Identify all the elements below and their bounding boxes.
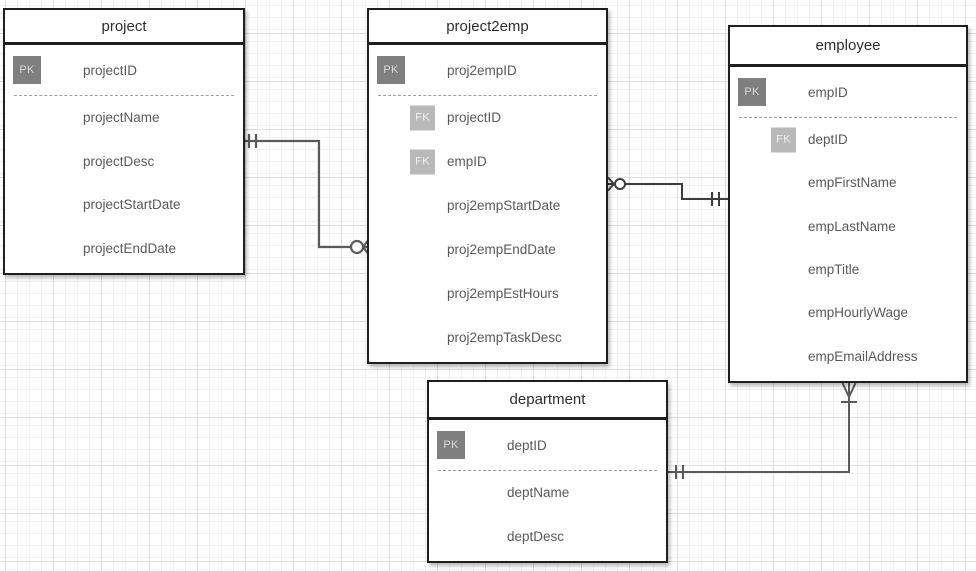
field-name: empID [447,154,487,170]
field-name: empID [808,84,848,100]
relationship-line[interactable] [625,183,728,200]
field-name: projectID [447,110,502,126]
crow-foot-many-icon [841,382,857,398]
field-row[interactable]: proj2empEndDate [369,227,606,271]
field-row[interactable]: proj2empTaskDesc [369,315,606,359]
field-row[interactable]: empTitle [730,248,966,291]
primary-key-badge: PK [13,56,41,84]
field-row[interactable]: PK deptID [429,420,666,470]
relationship-employee-to-project2emp[interactable] [607,176,728,207]
field-row[interactable]: projectName [5,96,243,140]
entity-title-employee: employee [730,27,966,67]
crow-foot-many-icon [607,176,615,192]
field-name: proj2empEndDate [447,241,556,257]
field-name: proj2empTaskDesc [447,329,562,345]
field-row[interactable]: empFirstName [730,161,966,204]
relationship-line[interactable] [245,139,350,249]
pk-separator [14,95,234,96]
foreign-key-badge: FK [410,149,435,175]
zero-ring-marker [349,239,365,255]
field-row[interactable]: projectDesc [5,140,243,184]
entity-table-project[interactable]: project PK projectID projectName project… [3,8,245,275]
field-name: deptName [507,485,570,501]
foreign-key-badge: FK [771,127,796,153]
field-row[interactable]: deptName [429,471,666,515]
field-name: projectEndDate [83,240,177,256]
entity-table-project2emp[interactable]: project2emp PK proj2empID FK projectID F… [367,8,608,364]
one-and-only-one-marker [711,192,720,206]
field-name: empTitle [808,262,860,278]
pk-separator [378,95,597,96]
field-name: proj2empStartDate [447,198,561,214]
field-row[interactable]: deptDesc [429,515,666,559]
entity-table-employee[interactable]: employee PK empID FK deptID empFirstName… [728,25,968,383]
field-name: proj2empEstHours [447,285,559,301]
one-and-only-one-marker [247,134,258,148]
entity-fields: PK projectID projectName projectDesc pro… [5,45,243,273]
relationship-project-to-project2emp[interactable] [245,134,369,255]
field-row[interactable]: empHourlyWage [730,291,966,334]
field-name: deptID [808,132,848,148]
relationship-line[interactable] [668,383,850,473]
field-name: empEmailAddress [808,348,918,364]
field-row[interactable]: projectStartDate [5,183,243,227]
field-name: deptID [507,437,547,453]
field-row[interactable]: empEmailAddress [730,335,966,378]
zero-ring-marker [614,178,626,190]
primary-key-badge: PK [377,56,405,84]
field-row[interactable]: FK empID [369,140,606,184]
field-row[interactable]: empLastName [730,205,966,248]
field-row[interactable]: FK deptID [730,118,966,161]
entity-fields: PK empID FK deptID empFirstName empLastN… [730,67,966,381]
field-row[interactable]: PK empID [730,67,966,117]
field-name: deptDesc [507,528,565,544]
primary-key-badge: PK [437,431,465,459]
field-name: empFirstName [808,175,897,191]
entity-table-department[interactable]: department PK deptID deptName deptDesc [427,380,668,563]
field-row[interactable]: PK projectID [5,45,243,95]
field-row[interactable]: proj2empStartDate [369,184,606,228]
field-name: projectStartDate [83,197,181,213]
field-name: proj2empID [447,62,517,78]
relationship-department-to-employee[interactable] [668,382,857,479]
field-row[interactable]: FK projectID [369,96,606,140]
pk-separator [739,117,957,118]
foreign-key-badge: FK [410,105,435,131]
field-name: empHourlyWage [808,305,909,321]
field-row[interactable]: projectEndDate [5,227,243,271]
field-name: projectID [83,62,138,78]
one-and-only-one-marker [675,465,684,479]
field-name: empLastName [808,218,896,234]
field-name: projectDesc [83,153,155,169]
entity-title-project: project [5,10,243,45]
entity-title-department: department [429,382,666,420]
primary-key-badge: PK [738,78,766,106]
field-name: projectName [83,110,160,126]
field-row[interactable]: PK proj2empID [369,45,606,95]
field-row[interactable]: proj2empEstHours [369,271,606,315]
entity-fields: PK deptID deptName deptDesc [429,420,666,561]
entity-title-project2emp: project2emp [369,10,606,45]
entity-fields: PK proj2empID FK projectID FK empID proj… [369,45,606,362]
pk-separator [438,470,657,471]
